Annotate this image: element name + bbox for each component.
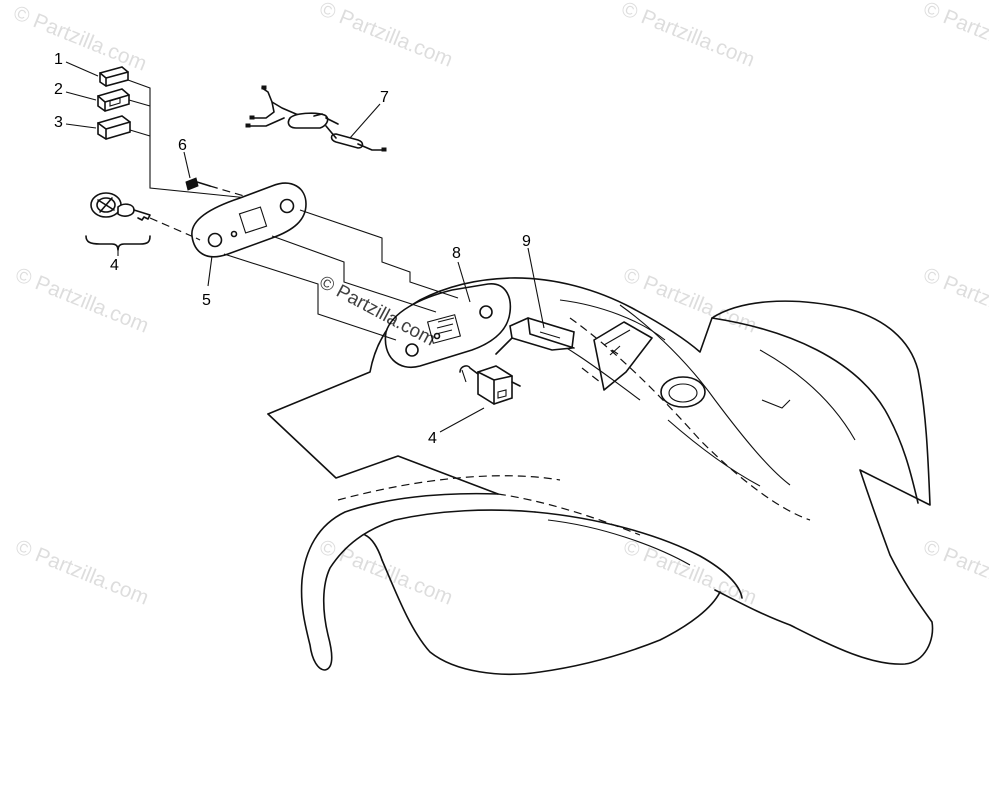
callout-labels: 1 2 3 4 4 5 6 7 8 9 — [54, 51, 531, 447]
leader-1-3 — [127, 79, 249, 199]
callout-8: 8 — [452, 245, 461, 262]
callout-3: 3 — [54, 114, 63, 131]
callout-2: 2 — [54, 81, 63, 98]
watermark: © Partzilla.com — [10, 1, 150, 75]
callout-7: 7 — [380, 89, 389, 106]
part-2-switch — [97, 88, 130, 112]
explode-line-lower — [223, 253, 397, 341]
watermark: © Partzilla.com — [920, 535, 989, 609]
explode-line-upper — [299, 209, 459, 299]
callout-9: 9 — [522, 233, 531, 250]
leader-2 — [128, 99, 151, 107]
callout-6: 6 — [178, 137, 187, 154]
watermark: © Partzilla.com — [12, 535, 152, 609]
part-6-screw — [185, 177, 245, 197]
part-3-switch — [97, 115, 131, 140]
watermark: © Partzilla.com — [620, 535, 760, 609]
watermark: © Partzilla.com — [620, 263, 760, 337]
watermark: © Partzilla.com — [316, 0, 456, 72]
front-fender — [267, 277, 934, 675]
watermark: © Partzilla.com — [12, 263, 152, 337]
explode-line-mid — [271, 235, 437, 313]
part-4-key-switch-installed — [459, 365, 521, 405]
explode-line-key — [195, 237, 201, 241]
callout-4-installed: 4 — [428, 430, 437, 447]
ignition-key-switch — [90, 192, 197, 239]
part-5-switch-plate — [191, 182, 307, 258]
leader-3 — [129, 129, 151, 137]
watermark: © Partzilla.com — [316, 535, 456, 609]
part-1-switch-cap — [99, 66, 129, 87]
callout-5: 5 — [202, 292, 211, 309]
watermark: © Partzilla.com — [618, 0, 758, 72]
part-9-connector-bracket — [495, 317, 575, 355]
callout-4-key: 4 — [110, 257, 119, 274]
fender-switch-plate — [384, 283, 512, 369]
callout-leaders — [65, 61, 545, 433]
bracket-4 — [85, 235, 151, 251]
watermark: © Partzilla.com — [920, 0, 989, 72]
part-7-wiring-harness — [245, 85, 387, 152]
callout-1: 1 — [54, 51, 63, 68]
watermark: © Partzilla.com — [920, 263, 989, 337]
